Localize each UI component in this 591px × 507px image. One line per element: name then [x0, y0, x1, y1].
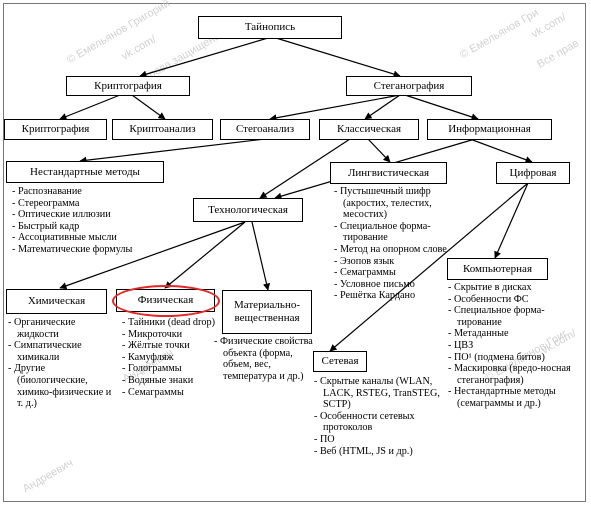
list-item-linguistic: Специальное форма-тирование [334, 221, 454, 244]
list-physical: Тайники (dead drop)МикроточкиЖёлтые точк… [122, 317, 218, 398]
list-item-physical: Семаграммы [122, 387, 218, 399]
list-item-network: Скрытые каналы (WLAN, LACK, RSTEG, TranS… [314, 376, 454, 411]
list-item-linguistic: Семаграммы [334, 267, 454, 279]
list-item-linguistic: Пустышечный шифр (акростих, телестих, ме… [334, 186, 454, 221]
list-item-nonstandard: Математические формулы [12, 244, 182, 256]
list-item-computer: ПО¹ (подмена битов) [448, 352, 573, 364]
list-item-network: ПО [314, 434, 454, 446]
list-chemical: Органические жидкостиСимпатические химик… [8, 317, 116, 410]
list-item-computer: Скрытие в дисках [448, 282, 573, 294]
node-steganalysis: Стегоанализ [220, 119, 310, 140]
list-item-physical: Тайники (dead drop) [122, 317, 218, 329]
list-item-physical: Жёлтые точки [122, 340, 218, 352]
list-item-computer: Метаданные [448, 328, 573, 340]
list-item-physical: Камуфляж [122, 352, 218, 364]
list-item-linguistic: Эзопов язык [334, 256, 454, 268]
list-linguistic: Пустышечный шифр (акростих, телестих, ме… [334, 186, 454, 302]
node-nonstandard: Нестандартные методы [6, 161, 164, 183]
list-item-physical: Микроточки [122, 329, 218, 341]
list-item-chemical: Симпатические химикали [8, 340, 116, 363]
list-item-linguistic: Условное письмо [334, 279, 454, 291]
node-network: Сетевая [313, 351, 367, 372]
node-classic: Классическая [319, 119, 419, 140]
node-technological: Технологическая [193, 198, 303, 222]
node-cryptography-branch: Криптография [66, 76, 190, 96]
list-item-physical: Голограммы [122, 363, 218, 375]
node-cryptoanalysis: Криптоанализ [112, 119, 213, 140]
list-item-material: Физические свойства объекта (форма, объе… [214, 336, 314, 382]
list-network: Скрытые каналы (WLAN, LACK, RSTEG, TranS… [314, 376, 454, 457]
highlight-oval [112, 285, 220, 317]
list-item-network: Особенности сетевых протоколов [314, 411, 454, 434]
list-item-nonstandard: Стереограмма [12, 198, 182, 210]
node-material: Материально-вещественная [222, 290, 312, 334]
node-digital: Цифровая [496, 162, 570, 184]
list-item-nonstandard: Распознавание [12, 186, 182, 198]
list-item-physical: Водяные знаки [122, 375, 218, 387]
list-item-chemical: Другие (биологические, химико-физические… [8, 363, 116, 409]
list-item-linguistic: Решётка Кардано [334, 290, 454, 302]
node-information: Информационная [427, 119, 552, 140]
list-item-network: Веб (HTML, JS и др.) [314, 446, 454, 458]
list-item-computer: Специальное форма-тирование [448, 305, 573, 328]
node-cryptography: Криптография [4, 119, 107, 140]
list-material: Физические свойства объекта (форма, объе… [214, 336, 314, 382]
node-steganography-branch: Стеганография [346, 76, 472, 96]
list-item-nonstandard: Оптические иллюзии [12, 209, 182, 221]
node-root: Тайнопись [198, 16, 342, 39]
list-computer: Скрытие в дискахОсобенности ФССпециально… [448, 282, 573, 410]
list-item-nonstandard: Ассоциативные мысли [12, 232, 182, 244]
node-linguistic: Лингвистическая [330, 162, 447, 184]
list-item-computer: Особенности ФС [448, 294, 573, 306]
list-item-nonstandard: Быстрый кадр [12, 221, 182, 233]
list-item-computer: Нестандартные методы (семаграммы и др.) [448, 386, 573, 409]
node-chemical: Химическая [6, 289, 107, 314]
list-item-computer: ЦВЗ [448, 340, 573, 352]
diagram-frame [3, 3, 586, 502]
list-item-chemical: Органические жидкости [8, 317, 116, 340]
list-nonstandard: РаспознаваниеСтереограммаОптические иллю… [12, 186, 182, 256]
list-item-computer: Маскировка (вредо-носная стеганография) [448, 363, 573, 386]
node-computer: Компьютерная [447, 258, 548, 280]
list-item-linguistic: Метод на опорном слове [334, 244, 454, 256]
